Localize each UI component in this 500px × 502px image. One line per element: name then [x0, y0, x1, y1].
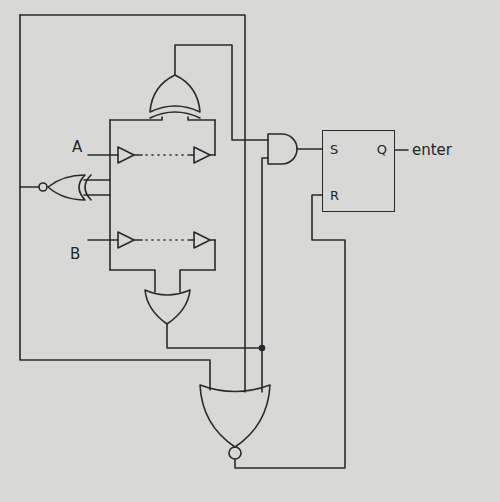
wire — [88, 239, 118, 241]
xnor-gate — [85, 175, 91, 200]
output-name: enter — [412, 143, 452, 158]
pin-name: R — [330, 189, 339, 202]
ellipsis — [146, 154, 190, 156]
wire — [109, 120, 111, 270]
buffer — [194, 232, 210, 248]
wire — [167, 324, 262, 348]
inverter-bubble — [229, 447, 241, 459]
wire — [180, 270, 215, 292]
wire — [235, 195, 345, 468]
pin-name: Q — [377, 143, 387, 156]
wire — [395, 149, 408, 151]
wire — [214, 240, 216, 270]
wire — [297, 148, 322, 150]
wire — [210, 154, 215, 156]
feedback-wire — [20, 15, 210, 390]
pin-name: S — [330, 143, 338, 156]
wire — [262, 158, 268, 392]
xnor-gate — [48, 175, 85, 200]
wire — [84, 194, 110, 196]
wire — [84, 179, 110, 181]
signal-name: B — [70, 247, 80, 262]
ellipsis — [146, 239, 190, 241]
feedback-wire — [20, 186, 39, 188]
buffer — [118, 147, 134, 163]
wire — [188, 117, 215, 120]
buffer — [118, 232, 134, 248]
wire — [110, 270, 155, 292]
wire — [214, 120, 216, 155]
wire — [210, 239, 215, 241]
wire — [88, 154, 118, 156]
feedback-wire — [20, 15, 245, 392]
or-gate — [145, 290, 190, 324]
wire — [134, 154, 142, 156]
wire — [110, 117, 162, 120]
xor-gate — [150, 112, 200, 118]
wire — [134, 239, 142, 241]
inverter-bubble — [39, 183, 47, 191]
buffer — [194, 147, 210, 163]
wire — [175, 45, 268, 140]
nor-gate — [200, 385, 270, 447]
xor-gate — [150, 75, 200, 112]
and-gate — [268, 134, 297, 164]
signal-name: A — [72, 140, 82, 155]
sr-flip-flop: S Q R — [322, 130, 395, 212]
